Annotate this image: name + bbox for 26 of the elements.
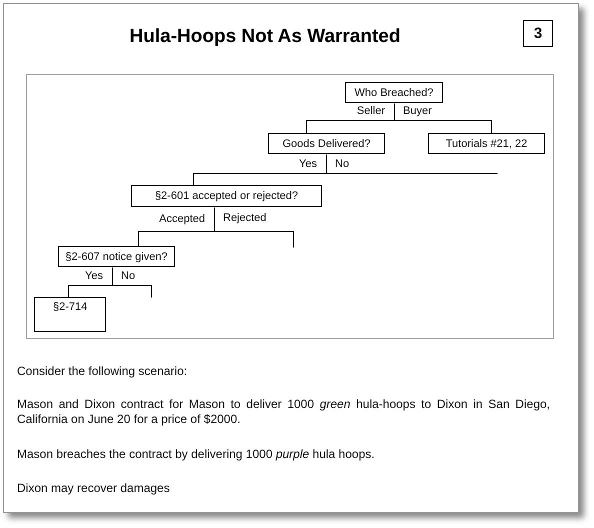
connector-line <box>394 103 492 134</box>
node-text: §2-714 <box>53 301 88 313</box>
paragraph: Mason and Dixon contract for Mason to deliver 1000 green hula-hoops to Dixon in San Diego, California on June 20 for a price of $2000. <box>17 397 550 427</box>
edge-label: Accepted <box>158 213 206 226</box>
decision-box <box>268 133 385 154</box>
decision-box <box>131 185 322 207</box>
node-text: §2-607 notice given? <box>65 250 168 262</box>
connector-line <box>214 207 294 248</box>
decision-box <box>428 133 545 154</box>
paragraph: Dixon may recover damages <box>17 481 171 496</box>
paragraph: Consider the following scenario: <box>17 364 188 379</box>
page-number-box <box>523 20 553 47</box>
node-text: Who Breached? <box>354 86 434 98</box>
decision-box <box>58 246 175 267</box>
connector-line <box>326 154 498 174</box>
outcome-box <box>34 297 106 332</box>
node-text: Goods Delivered? <box>282 138 371 150</box>
node-text: Tutorials #21, 22 <box>446 138 528 150</box>
paragraph: Mason breaches the contract by delivering 1000 purple hula hoops. <box>17 447 376 462</box>
node-text: 3 <box>534 25 542 42</box>
edge-label: Buyer <box>402 105 433 118</box>
node-text: §2-601 accepted or rejected? <box>154 190 298 202</box>
title: Hula-Hoops Not As Warranted <box>128 26 402 48</box>
edge-label: Rejected <box>222 212 268 225</box>
connector-line <box>112 267 152 298</box>
decision-box <box>345 82 443 103</box>
